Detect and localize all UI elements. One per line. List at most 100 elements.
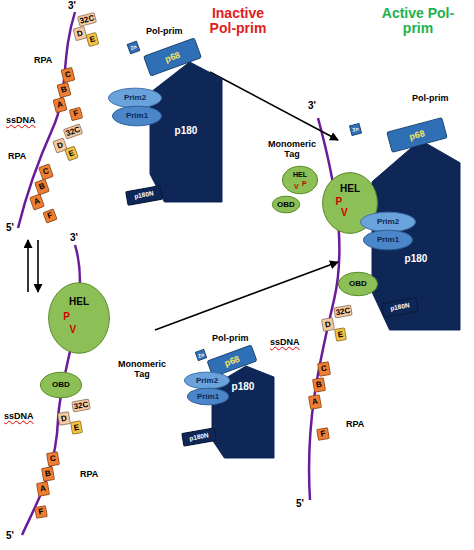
rpa-domain: E [334,327,347,342]
obd-domain: OBD [338,272,378,296]
domain-label: F [73,110,80,119]
domain-label: A [56,100,64,109]
strand-end: 3' [70,232,78,243]
rpa-domain: F [34,505,48,519]
shape-fill [372,140,460,330]
complex-label: RPA [80,470,98,480]
rpa-domain: A [52,97,67,114]
polymerase-n-domain: p180N [181,427,217,447]
domain-label: p68 [223,354,241,368]
domain-label: 32C [65,125,82,138]
polymerase-n-domain: p180N [125,185,163,206]
domain-label: HEL [69,297,89,307]
shape-fill [113,106,162,126]
rpa-domain: 32C [77,12,97,27]
complex-label: Pol-prim [412,94,449,104]
shape-fill [282,166,317,193]
shape-fill [184,372,229,389]
rpa-domain: D [73,26,88,42]
domain-label: B [44,470,51,479]
complex-label: RPA [34,56,52,66]
domain-label: D [60,414,67,423]
domain-label: Prim2 [124,94,146,102]
domain-label: B [38,182,46,191]
strand-end: 3' [68,0,76,11]
rpa-domain: C [317,361,331,377]
domain-label: Zn [197,352,204,359]
rpa-domain: 32C [63,123,84,139]
shape-fill [49,283,110,354]
rpa-domain: 32C [333,305,353,319]
domain-label: C [49,455,56,464]
domain-label: p68 [164,50,182,64]
rpa-domain: E [64,146,79,162]
obd-domain: OBD [40,372,82,398]
domain-label: Prim1 [126,112,148,120]
domain-label: p180N [390,303,410,313]
domain-label: E [73,423,80,432]
residue-marker: P [63,312,70,322]
domain-label: Prim1 [377,236,399,244]
primase-subunit: Prim1 [187,388,229,405]
complex-label: Pol-prim [146,27,183,37]
shape-fill [272,196,299,213]
domain-label: E [89,35,96,44]
reaction-arrow [155,262,338,330]
primase-subunit: Prim1 [363,230,413,250]
domain-label: OBD [52,381,70,389]
rpa-domain: E [86,32,100,47]
domain-label: C [42,167,50,176]
complex-label: RPA [346,420,364,430]
rpa-domain: E [70,420,83,435]
domain-label: E [337,330,344,339]
state-heading: Active Pol-prim [378,6,458,37]
domain-label: D [76,29,84,38]
domain-label: F [320,430,326,439]
equilibrium-arrow [27,240,29,292]
domain-label: D [56,141,64,150]
rpa-domain: C [60,67,75,84]
rpa-domain: A [308,394,322,410]
rpa-domain: B [312,377,326,393]
domain-label: C [320,365,327,374]
primase-subunit: Prim1 [112,106,162,126]
domain-label: F [46,211,53,220]
zinc-domain: Zn [349,123,362,136]
shape-fill [338,272,377,296]
primase-subunit: Prim2 [360,212,416,232]
domain-label: p180N [134,191,154,201]
rpa-domain: D [321,317,335,332]
domain-label: 32C [79,14,95,26]
domain-label: A [311,398,318,407]
domain-label: Zn [130,44,137,51]
rpa-domain: B [34,178,50,195]
domain-label: Prim2 [196,377,218,385]
complex-label: Pol-prim [212,334,249,344]
domain-label: p180 [405,254,428,264]
domain-label: C [64,70,72,79]
shape-fill [212,366,274,458]
zinc-domain: Zn [126,40,140,54]
complex-label: RPA [8,152,26,162]
rpa-domain: C [38,163,54,180]
rpa-domain: C [46,451,60,467]
residue-marker: V [341,208,348,218]
residue-marker: P [302,180,307,187]
domain-label: Prim1 [197,393,219,401]
strand-end: 5' [296,498,304,509]
shape-fill [187,388,228,405]
domain-label: A [39,485,46,494]
domain-label: B [315,381,322,390]
complex-label: Monomeric Tag [112,360,172,380]
primase-subunit: Prim2 [184,372,230,389]
domain-label: B [60,85,68,94]
domain-label: p180 [175,126,198,136]
shape-outline [48,282,110,354]
shape-fill [364,230,413,250]
domain-label: 32C [73,400,89,410]
strand-label: ssDNA [4,412,34,422]
domain-label: 32C [335,306,351,316]
strand-end: 3' [308,100,316,111]
shape-fill [150,62,222,202]
